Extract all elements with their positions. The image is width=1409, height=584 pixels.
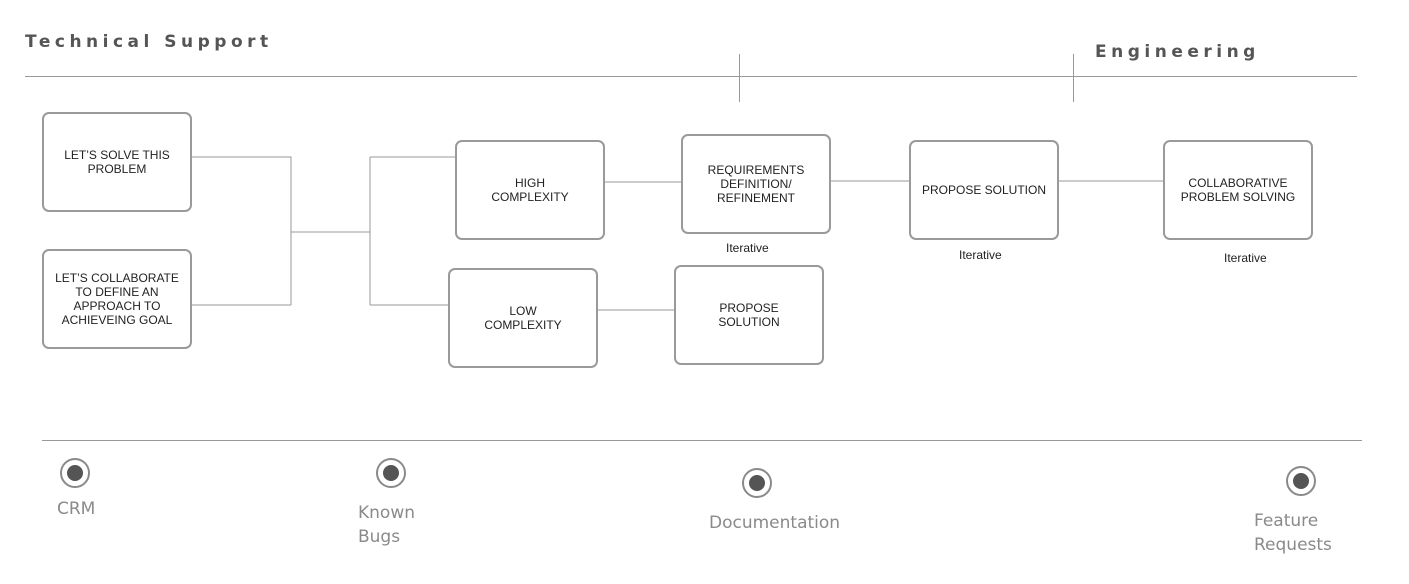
collaborative-iterative-note: Iterative (1224, 251, 1267, 265)
box-propose-solution: PROPOSE SOLUTION (909, 140, 1059, 240)
resources-divider (42, 440, 1362, 441)
propose-iterative-note: Iterative (959, 248, 1002, 262)
box-low-complexity: LOW COMPLEXITY (448, 268, 598, 368)
resource-label: Feature Requests (1254, 511, 1332, 555)
radio-selected-icon[interactable] (60, 458, 90, 488)
radio-selected-icon[interactable] (1286, 466, 1316, 496)
resource-label: Documentation (709, 513, 841, 533)
engineering-title: Engineering (1095, 42, 1260, 62)
box-high-complexity: HIGH COMPLEXITY (455, 140, 605, 240)
section-tick-left (739, 54, 740, 102)
radio-selected-icon[interactable] (742, 468, 772, 498)
box-propose-solution-low: PROPOSE SOLUTION (674, 265, 824, 365)
box-collaborative-problem-solving: COLLABORATIVE PROBLEM SOLVING (1163, 140, 1313, 240)
box-solve-problem: LET’S SOLVE THIS PROBLEM (42, 112, 192, 212)
connector-solve-to-bracket (191, 156, 292, 305)
requirements-iterative-note: Iterative (726, 241, 769, 255)
section-tick-right (1073, 54, 1074, 102)
radio-selected-icon[interactable] (376, 458, 406, 488)
resource-label: CRM (57, 499, 96, 519)
box-collaborate-approach: LET’S COLLABORATE TO DEFINE AN APPROACH … (42, 249, 192, 349)
box-requirements-definition: REQUIREMENTS DEFINITION/ REFINEMENT (681, 134, 831, 234)
resource-label: Known Bugs (358, 503, 416, 547)
header-divider (25, 76, 1357, 77)
technical-support-title: Technical Support (25, 32, 273, 52)
